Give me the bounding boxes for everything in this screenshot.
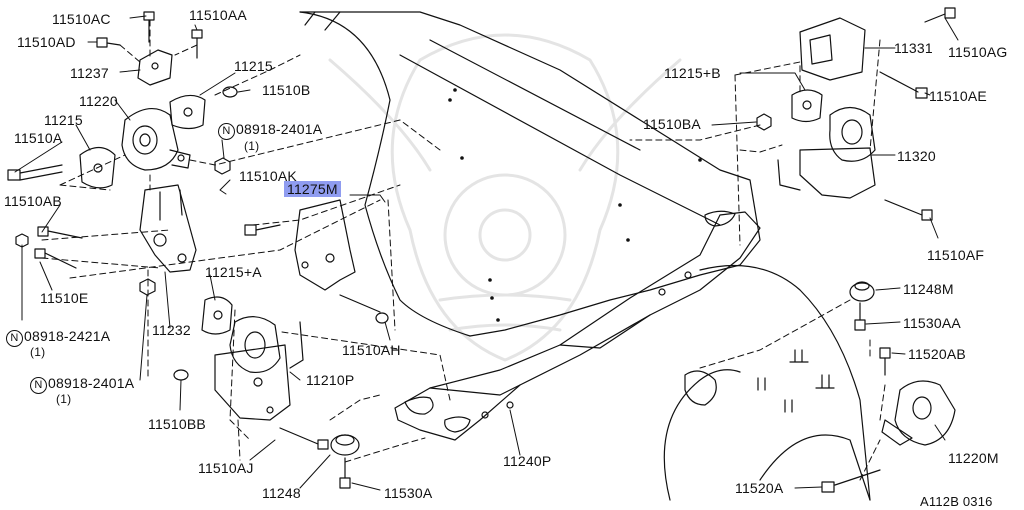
part-number: 08918-2401A bbox=[236, 121, 323, 137]
bolt-11510AA bbox=[191, 29, 203, 59]
part-number: 08918-2401A bbox=[48, 375, 135, 391]
bolt-11520A bbox=[821, 469, 881, 493]
bolt-11530A bbox=[339, 457, 351, 489]
mount-11320 bbox=[777, 106, 876, 199]
label-11237: 11237 bbox=[70, 65, 109, 81]
bolt-11510AK bbox=[244, 224, 281, 236]
label-11248: 11248 bbox=[262, 485, 301, 501]
label-qty-bottom: (1) bbox=[56, 392, 72, 406]
dashed-guides bbox=[41, 19, 886, 481]
nut-08918-top bbox=[214, 157, 231, 175]
leader-lines bbox=[14, 15, 959, 491]
bolt-11510AE bbox=[879, 71, 928, 99]
washer-11510B bbox=[222, 86, 238, 98]
bolt-11530AA bbox=[854, 302, 866, 331]
pad-11215-left bbox=[79, 146, 116, 189]
nut-11510BA bbox=[756, 113, 772, 131]
pad-11215 bbox=[169, 94, 206, 130]
pad-11215B bbox=[791, 89, 823, 123]
label-11215B: 11215+B bbox=[664, 65, 721, 81]
label-11510AB: 11510AB bbox=[4, 193, 62, 209]
bolt-11510AF bbox=[884, 199, 933, 221]
mount-11210P bbox=[214, 316, 304, 421]
bolt-11510AG bbox=[924, 7, 956, 23]
part-number: 08918-2421A bbox=[24, 328, 111, 344]
label-11510AD: 11510AD bbox=[17, 34, 76, 50]
bracket-11275M bbox=[294, 199, 356, 291]
label-11510BB: 11510BB bbox=[148, 416, 206, 432]
engine-body bbox=[299, 11, 871, 501]
mount-11220 bbox=[121, 108, 191, 171]
label-11215A: 11215+A bbox=[205, 264, 262, 280]
bolt-11510AH bbox=[339, 294, 389, 324]
bolt-11510E bbox=[34, 248, 77, 269]
label-11510E: 11510E bbox=[40, 290, 89, 306]
bracket-11331 bbox=[799, 17, 866, 81]
circle-n-icon: N bbox=[30, 377, 47, 394]
label-11510AG: 11510AG bbox=[948, 44, 1008, 60]
label-11530AA: 11530AA bbox=[903, 315, 961, 331]
label-11510AH: 11510AH bbox=[342, 342, 401, 358]
circle-n-icon: N bbox=[218, 123, 235, 140]
stopper-11248 bbox=[330, 434, 360, 456]
watermark-emblem bbox=[328, 33, 682, 362]
label-11510AJ: 11510AJ bbox=[198, 460, 254, 476]
label-11510B: 11510B bbox=[262, 82, 311, 98]
label-11210P: 11210P bbox=[306, 372, 355, 388]
label-11215-left: 11215 bbox=[44, 112, 83, 128]
label-11530A: 11530A bbox=[384, 485, 433, 501]
label-11510BA: 11510BA bbox=[643, 116, 701, 132]
studs-right bbox=[757, 349, 835, 413]
label-11510AC: 11510AC bbox=[52, 11, 111, 27]
label-11232: 11232 bbox=[152, 322, 191, 338]
label-11510A: 11510A bbox=[14, 130, 63, 146]
label-11510AA: 11510AA bbox=[189, 7, 247, 23]
diagram-code: A112B 0316 bbox=[920, 494, 993, 509]
label-11220M: 11220M bbox=[948, 450, 999, 466]
washer-11510BB bbox=[173, 369, 189, 381]
bolt-11510AD bbox=[96, 37, 121, 48]
bracket-11232 bbox=[139, 184, 197, 273]
bolt-11520AB bbox=[879, 347, 891, 376]
label-11248M: 11248M bbox=[903, 281, 954, 297]
label-11220: 11220 bbox=[79, 93, 118, 109]
label-11510AK: 11510AK bbox=[239, 168, 297, 184]
label-11520A: 11520A bbox=[735, 480, 784, 496]
mount-11220M bbox=[881, 380, 956, 446]
nut-08918-bottom bbox=[139, 278, 156, 296]
label-11510AF: 11510AF bbox=[927, 247, 985, 263]
label-11215-top: 11215 bbox=[234, 58, 273, 74]
circle-n-icon: N bbox=[6, 330, 23, 347]
label-qty-2421A: (1) bbox=[30, 345, 46, 359]
label-11320: 11320 bbox=[897, 148, 936, 164]
bracket-11237 bbox=[137, 49, 173, 86]
crossmember bbox=[394, 210, 761, 441]
bolt-11510A bbox=[7, 164, 63, 181]
label-11520AB: 11520AB bbox=[908, 346, 966, 362]
label-11510AE: 11510AE bbox=[929, 88, 987, 104]
label-11275M-highlighted[interactable]: 11275M bbox=[284, 181, 341, 197]
label-11240P: 11240P bbox=[503, 453, 552, 469]
label-11331: 11331 bbox=[894, 40, 933, 56]
label-qty-top: (1) bbox=[244, 139, 260, 153]
stopper-11248M bbox=[849, 281, 875, 302]
pad-11215A bbox=[201, 296, 233, 335]
nut-08918-2421A bbox=[15, 233, 29, 248]
bolt-11510AJ bbox=[279, 427, 329, 450]
